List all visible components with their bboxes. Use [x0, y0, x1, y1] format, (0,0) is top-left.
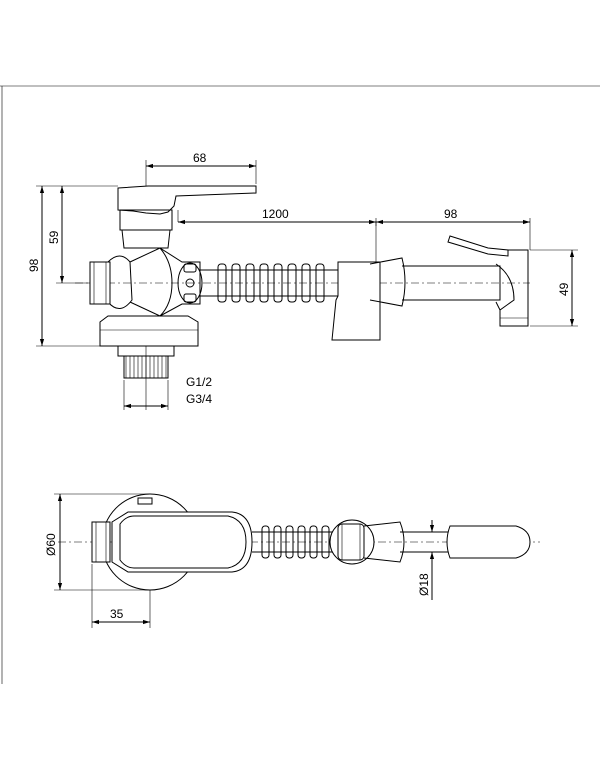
drawing-frame	[0, 85, 600, 684]
mixer-body	[89, 185, 257, 410]
spray-holder	[331, 222, 406, 341]
extension-lines	[36, 160, 578, 410]
side-dimensions	[39, 163, 575, 409]
dim-total-height: 98	[27, 258, 41, 272]
dim-spray-height: 49	[557, 282, 571, 296]
wall-flange	[99, 315, 199, 347]
dim-depth: 35	[110, 607, 124, 621]
dim-spray-length: 98	[444, 207, 458, 221]
dim-thread-1: G1/2	[186, 375, 212, 389]
side-view: 68 1200 98 98 59 49 G1/2 G3/4	[27, 151, 578, 410]
lever-handle	[117, 185, 257, 215]
connector-ring	[177, 262, 203, 304]
dim-hose-length: 1200	[262, 207, 289, 221]
top-left-nut	[91, 521, 111, 563]
left-nut	[89, 261, 111, 305]
dim-upper-height: 59	[47, 230, 61, 244]
dim-lever-width: 68	[193, 151, 207, 165]
top-view: Ø60 35 Ø18	[44, 493, 540, 628]
spray-trigger	[447, 235, 509, 257]
top-spray-head	[446, 525, 531, 559]
top-holder	[329, 519, 405, 565]
spray-head	[402, 235, 529, 327]
top-lever	[111, 511, 253, 573]
dim-thread-2: G3/4	[186, 392, 212, 406]
flexible-hose	[200, 263, 340, 303]
dim-flange-diameter: Ø60	[44, 533, 58, 556]
dim-hose-diameter: Ø18	[417, 573, 431, 596]
